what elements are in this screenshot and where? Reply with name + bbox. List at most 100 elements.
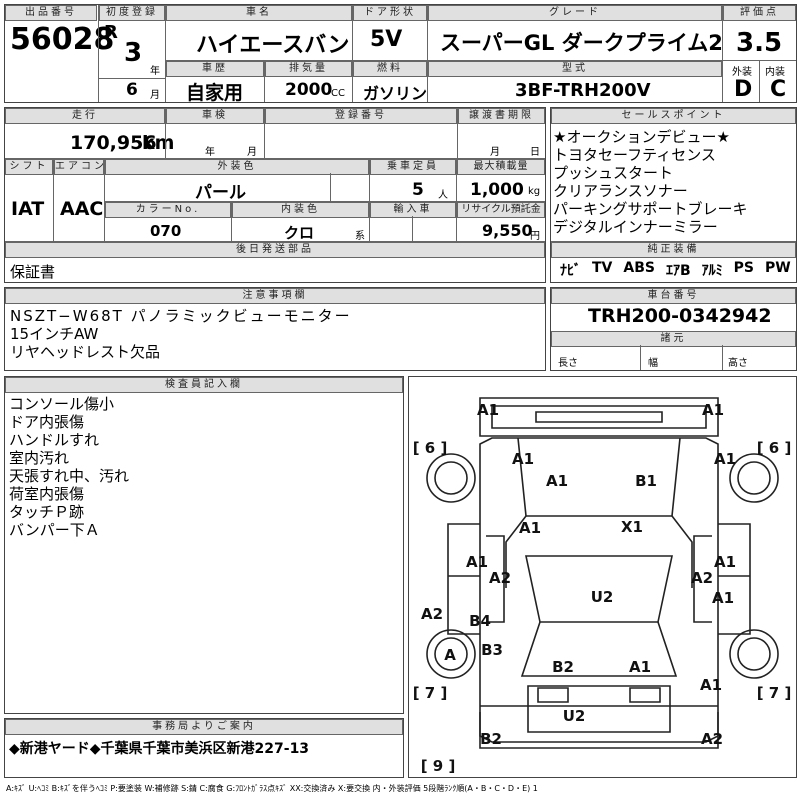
mark: U2 xyxy=(563,707,586,725)
reg-year: 3 xyxy=(124,38,143,68)
color-label: 外装色 xyxy=(105,159,369,175)
mark: A2 xyxy=(701,730,723,748)
disp-unit: CC xyxy=(331,88,345,99)
year-unit: 年 xyxy=(150,66,160,77)
mark: A1 xyxy=(477,401,499,419)
mark: A1 xyxy=(700,676,722,694)
load: 1,000 xyxy=(470,180,524,200)
type-code: 3BF-TRH200V xyxy=(515,80,651,101)
inspector-line: ハンドルすれ xyxy=(9,431,100,449)
equip-item: PS xyxy=(733,260,754,276)
inspector-line: ドア内張傷 xyxy=(9,413,85,431)
recycle-label: リサイクル預託金 xyxy=(457,202,545,218)
mark: [ 6 ] xyxy=(413,439,448,457)
mark: U2 xyxy=(591,588,614,606)
mark: B4 xyxy=(469,612,491,630)
intcolor-unit: 系 xyxy=(355,231,365,242)
mileage-label: 走行 xyxy=(5,108,165,124)
inspector-notes: コンソール傷小 ドア内張傷 ハンドルすれ 室内汚れ 天張すれ中、汚れ 荷室内張傷… xyxy=(9,395,129,539)
grade-label: グレード xyxy=(428,5,722,21)
mark: B1 xyxy=(635,472,657,490)
mileage: 170,956 xyxy=(70,132,157,154)
color: パール xyxy=(195,183,246,203)
dim-length: 長さ xyxy=(558,358,578,369)
load-unit: kg xyxy=(528,186,541,197)
deadline-day: 日 xyxy=(530,147,540,158)
equip-label: 純正装備 xyxy=(551,242,796,258)
sales-item: プッシュスタート xyxy=(553,164,674,182)
caution-line: NSZT−W68T パノラミックビューモニター xyxy=(10,307,352,325)
inspector-line: タッチＰ跡 xyxy=(9,503,85,521)
mileage-unit: km xyxy=(142,132,175,154)
history-label: 車歴 xyxy=(166,61,264,77)
sales-item: デジタルインナーミラー xyxy=(553,218,718,236)
office-text: ◆新港ヤード◆千葉県千葉市美浜区新港227-13 xyxy=(9,741,310,757)
model-label: 車名 xyxy=(166,5,352,21)
inspector-label: 検査員記入欄 xyxy=(5,377,403,393)
dim-width: 幅 xyxy=(648,358,658,369)
inspector-line: 室内汚れ xyxy=(9,449,70,467)
ac-label: エアコン xyxy=(54,159,104,175)
caution-line: 15インチAW xyxy=(10,325,99,343)
mark: A1 xyxy=(629,658,651,676)
equip-item: ABS xyxy=(623,260,655,276)
equip-item: ｴｱB xyxy=(665,263,691,279)
deadline-month: 月 xyxy=(490,147,500,158)
equip-item: ﾅﾋﾞ xyxy=(560,263,581,279)
inspection-label: 車検 xyxy=(166,108,264,124)
grade: スーパーGL ダークプライム2 xyxy=(440,31,723,55)
later-label: 後日発送部品 xyxy=(5,242,545,258)
intcolor: クロ xyxy=(284,224,315,242)
mark: A2 xyxy=(489,569,511,587)
score: 3.5 xyxy=(736,28,783,58)
equip-item: ｱﾙﾐ xyxy=(701,263,723,279)
int-label: 内装 xyxy=(765,67,785,78)
mark: B3 xyxy=(481,641,503,659)
first-reg-label: 初度登録 xyxy=(99,5,165,21)
displacement: 2000 xyxy=(285,80,333,100)
colorno-label: カラーNo. xyxy=(105,202,231,218)
inspector-section xyxy=(4,376,404,714)
capacity-unit: 人 xyxy=(438,190,448,201)
mark: A1 xyxy=(714,450,736,468)
mark: A xyxy=(444,646,456,664)
car-diagram-svg: A1 A1 [ 6 ] [ 6 ] A1 A1 A1 B1 A1 X1 A1 A… xyxy=(413,397,791,775)
sales-item: パーキングサポートブレーキ xyxy=(553,200,748,218)
sales-list: ★オークションデビュー★ トヨタセーフティセンス プッシュスタート クリアランス… xyxy=(553,128,795,236)
caution-label: 注意事項欄 xyxy=(5,288,545,304)
sales-item: ★オークションデビュー★ xyxy=(553,128,730,146)
inspector-line: コンソール傷小 xyxy=(9,395,115,413)
int-grade: C xyxy=(770,77,787,102)
caution-notes: NSZT−W68T パノラミックビューモニター 15インチAW リヤヘッドレスト… xyxy=(10,307,352,361)
recycle-unit: 円 xyxy=(530,231,540,242)
inspection-month: 月 xyxy=(247,147,257,158)
history: 自家用 xyxy=(186,82,244,104)
door-label: ドア形状 xyxy=(353,5,427,21)
intcolor-label: 内装色 xyxy=(232,202,369,218)
mark: X1 xyxy=(621,518,643,536)
sales-label: セールスポイント xyxy=(551,108,796,124)
mark: [ 7 ] xyxy=(413,684,448,702)
capacity: 5 xyxy=(412,180,424,200)
disp-label: 排気量 xyxy=(265,61,352,77)
capacity-label: 乗車定員 xyxy=(370,159,456,175)
chassis-label: 車台番号 xyxy=(551,288,796,304)
mark: A2 xyxy=(421,605,443,623)
dims-label: 諸元 xyxy=(551,331,796,347)
mark: B2 xyxy=(552,658,574,676)
load-label: 最大積載量 xyxy=(457,159,545,175)
equip-item: PW xyxy=(765,260,791,276)
mark: B2 xyxy=(480,730,502,748)
era: R xyxy=(104,22,118,43)
type-label: 型式 xyxy=(428,61,722,77)
door-type: 5V xyxy=(370,27,403,52)
dim-height: 高さ xyxy=(728,358,748,369)
legend: A:ｷｽﾞ U:ﾍｺﾐ B:ｷｽﾞを伴うﾍｺﾐ P:要塗装 W:補修跡 S:錆 … xyxy=(6,784,538,793)
shift: IAT xyxy=(11,198,45,220)
lot-number: 56028 xyxy=(10,22,115,57)
import-label: 輸入車 xyxy=(370,202,456,218)
deadline-label: 譲渡書期限 xyxy=(458,108,545,124)
chassis-number: TRH200-0342942 xyxy=(588,305,772,327)
reg-month: 6 xyxy=(126,80,138,100)
sales-item: クリアランスソナー xyxy=(553,182,688,200)
